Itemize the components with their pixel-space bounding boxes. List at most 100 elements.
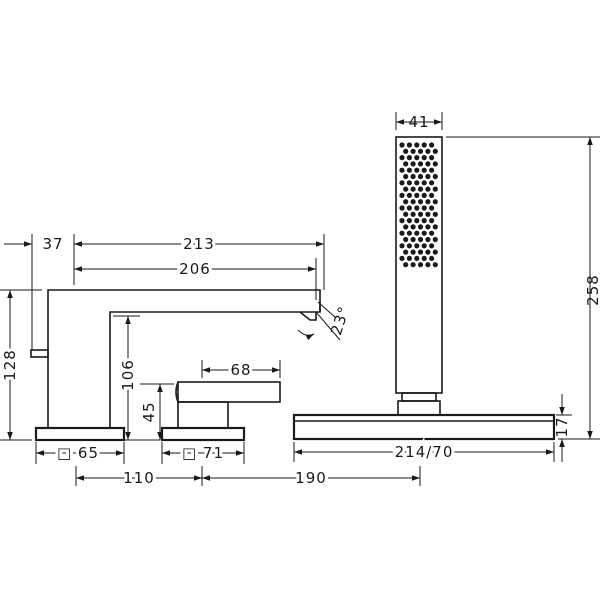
spray-hole <box>406 180 412 186</box>
spray-hole <box>432 236 438 243</box>
spray-hole <box>403 161 409 167</box>
spray-hole <box>425 262 431 268</box>
dimension-labels: 41 258 37 213 206 23° 128 106 68 45 □ 65… <box>0 113 600 490</box>
spray-hole <box>399 205 405 211</box>
spray-hole <box>417 224 424 230</box>
spray-hole <box>432 224 438 230</box>
spray-hole <box>414 218 420 224</box>
spray-holes <box>399 142 438 268</box>
spray-hole <box>410 224 416 230</box>
spray-hole <box>429 167 435 173</box>
spray-hole <box>425 236 431 243</box>
spray-hole <box>410 262 416 268</box>
spray-hole <box>425 211 431 217</box>
spray-hole <box>414 255 420 261</box>
spout-body <box>30 289 321 442</box>
dim-spout-reach-inner: 206 <box>179 260 211 278</box>
spray-hole <box>429 243 435 249</box>
spray-hole <box>432 199 438 205</box>
spray-hole <box>403 224 409 230</box>
spray-hole <box>432 161 438 167</box>
spray-hole <box>399 218 405 224</box>
spray-hole <box>414 155 420 161</box>
spray-hole <box>403 211 409 217</box>
spray-hole <box>399 167 405 173</box>
spray-hole <box>432 173 438 180</box>
spray-hole <box>425 161 431 167</box>
spray-hole <box>425 199 431 205</box>
spray-hole <box>403 173 409 180</box>
dim-handshower-height: 258 <box>584 274 600 306</box>
spray-hole <box>421 155 427 161</box>
spray-hole <box>429 142 435 148</box>
spray-hole <box>403 249 409 255</box>
spray-hole <box>414 230 420 236</box>
spray-hole <box>406 155 412 161</box>
spray-hole <box>429 230 435 236</box>
spray-hole <box>410 161 416 167</box>
dim-lever-offset: 37 <box>42 235 63 253</box>
spray-hole <box>410 173 416 180</box>
spray-hole <box>417 211 424 217</box>
diverter-lever <box>30 349 49 358</box>
spray-hole <box>417 173 424 180</box>
dim-base-spout: □ 65 <box>57 444 99 462</box>
spray-hole <box>403 186 409 192</box>
dimension-lines <box>4 119 593 481</box>
spray-hole <box>417 249 424 255</box>
dim-spacing-spout-handle: 110 <box>123 469 155 487</box>
spray-hole <box>429 218 435 224</box>
spray-hole <box>421 180 427 186</box>
spray-hole <box>429 205 435 211</box>
spray-hole <box>429 155 435 161</box>
spray-hole <box>417 262 424 268</box>
spray-hole <box>425 148 431 154</box>
spray-hole <box>414 180 420 186</box>
spray-hole <box>406 167 412 173</box>
spray-hole <box>403 148 409 154</box>
handle-valve <box>160 381 281 442</box>
spray-hole <box>432 249 438 255</box>
spray-hole <box>425 173 431 180</box>
spray-hole <box>403 262 409 268</box>
spray-hole <box>399 155 405 161</box>
spray-hole <box>410 211 416 217</box>
spray-hole <box>421 243 427 249</box>
hand-shower <box>292 136 556 441</box>
spray-hole <box>417 148 424 154</box>
spray-hole <box>417 161 424 167</box>
spray-hole <box>421 218 427 224</box>
spray-hole <box>414 205 420 211</box>
spray-hole <box>399 142 405 148</box>
spray-hole <box>429 255 435 261</box>
spray-hole <box>421 167 427 173</box>
spray-hole <box>421 142 427 148</box>
spray-hole <box>399 180 405 186</box>
spray-hole <box>410 148 416 154</box>
spray-hole <box>414 192 420 198</box>
spray-hole <box>425 249 431 255</box>
dim-spout-angle: 23° <box>327 304 353 338</box>
dim-spout-reach-outer: 213 <box>183 235 215 253</box>
spray-hole <box>406 230 412 236</box>
dim-spout-height: 128 <box>1 349 19 381</box>
spray-hole <box>406 255 412 261</box>
spray-hole <box>406 142 412 148</box>
spray-hole <box>406 243 412 249</box>
spray-hole <box>425 186 431 192</box>
spray-hole <box>399 192 405 198</box>
spray-hole <box>417 199 424 205</box>
dim-spacing-handle-shower: 190 <box>295 469 327 487</box>
spray-hole <box>417 186 424 192</box>
spray-hole <box>432 148 438 154</box>
spray-hole <box>399 255 405 261</box>
dim-handle-length: 68 <box>230 361 251 379</box>
spray-hole <box>399 230 405 236</box>
spray-hole <box>406 205 412 211</box>
dim-base-handle: □ 71 <box>182 444 224 462</box>
spray-hole <box>421 192 427 198</box>
spray-hole <box>414 167 420 173</box>
spray-hole <box>417 236 424 243</box>
spray-hole <box>406 218 412 224</box>
